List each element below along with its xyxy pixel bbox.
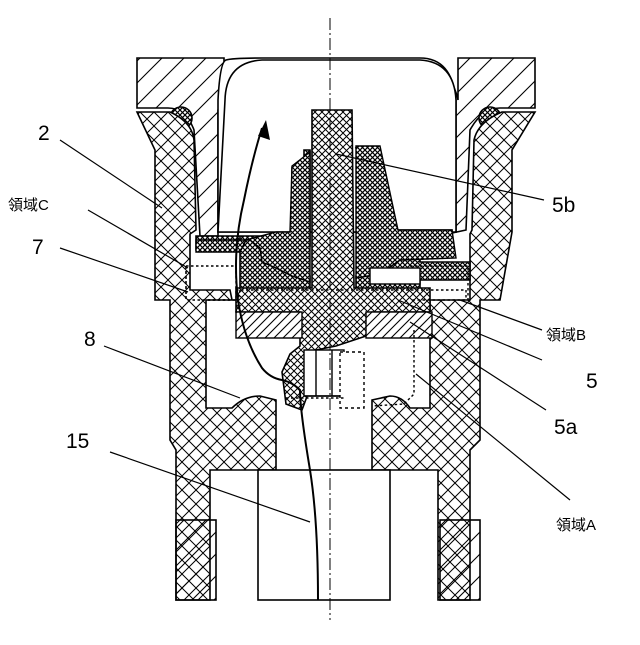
label-region-a: 領域A xyxy=(556,517,596,534)
label-part-15: 15 xyxy=(66,430,89,453)
lower-bore xyxy=(258,470,390,600)
label-region-b: 領域B xyxy=(546,327,586,344)
washer-right xyxy=(366,312,432,338)
label-part-7: 7 xyxy=(32,236,44,259)
label-part-5: 5 xyxy=(586,370,598,393)
label-part-5a: 5a xyxy=(554,416,578,439)
lower-spool xyxy=(304,350,364,408)
right-seat xyxy=(370,268,420,284)
label-part-5b: 5b xyxy=(552,194,575,217)
label-part-2: 2 xyxy=(38,122,50,145)
label-region-c: 領域C xyxy=(8,197,49,214)
label-part-8: 8 xyxy=(84,328,96,351)
